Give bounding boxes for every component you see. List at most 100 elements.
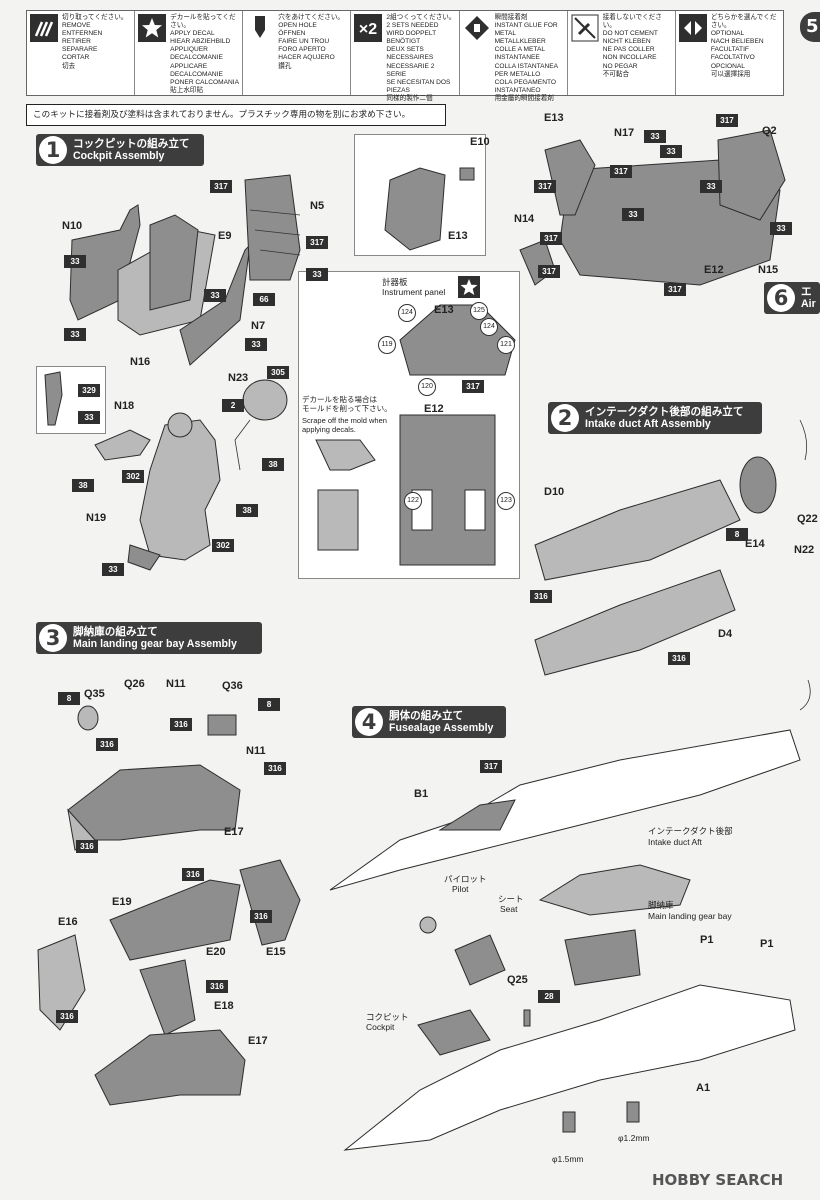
- gauge-tag: 121: [497, 336, 515, 354]
- decal-note-jp: デカールを貼る場合は モールドを削って下さい。: [302, 395, 392, 413]
- color-tag: 38: [262, 458, 284, 471]
- gear-bay-e20: [37, 859, 301, 1106]
- color-tag: 66: [253, 293, 275, 306]
- x2-icon: ×2: [354, 14, 383, 42]
- step-5-tab: 5: [800, 12, 820, 42]
- color-tag: 33: [644, 130, 666, 143]
- pilot-label-jp: パイロット: [444, 874, 487, 884]
- part-label: E17: [224, 826, 244, 838]
- part-label: E9: [218, 230, 232, 242]
- instrument-panel: [315, 304, 516, 566]
- seat-label-jp: シート: [498, 894, 524, 904]
- part-label: N18: [114, 400, 135, 412]
- part-label: E16: [58, 916, 78, 928]
- drill-size-1: φ1.5mm: [552, 1154, 584, 1164]
- instant-glue-icon: [463, 14, 491, 42]
- legend-text: デカールを貼ってください。 APPLY DECAL HIEAR ABZIEHBI…: [170, 14, 240, 94]
- instrument-panel-en: Instrument panel: [382, 287, 446, 297]
- part-label: Q2: [762, 125, 777, 137]
- decal-note-en: Scrape off the mold when applying decals…: [302, 416, 387, 434]
- color-tag: 33: [64, 255, 86, 268]
- internal-parts: [417, 864, 691, 1056]
- cockpit-label-jp: コクピット: [366, 1012, 409, 1022]
- gauge-tag: 119: [378, 336, 396, 354]
- part-label: E17: [248, 1035, 268, 1047]
- seat-back-n5: [244, 174, 301, 281]
- color-tag: 316: [56, 1010, 78, 1023]
- color-tag: 317: [306, 236, 328, 249]
- gear-bay-e17: [67, 705, 241, 851]
- part-label: A1: [696, 1082, 711, 1094]
- part-label: N5: [310, 200, 325, 212]
- fuselage-top-b1: [329, 729, 801, 891]
- part-label: E12: [424, 403, 444, 415]
- color-tag: 302: [212, 539, 234, 552]
- no-cement-icon: [571, 14, 599, 42]
- color-tag: 317: [538, 265, 560, 278]
- decal-star-icon: [458, 276, 480, 298]
- part-label: N11: [246, 745, 266, 757]
- svg-text:×2: ×2: [359, 21, 377, 38]
- hobby-search-watermark: HOBBY SEARCH: [652, 1171, 784, 1189]
- color-tag: 38: [72, 479, 94, 492]
- color-tag: 316: [96, 738, 118, 751]
- gauge-tag: 124: [480, 318, 498, 336]
- color-tag: 8: [258, 698, 280, 711]
- gauge-tag: 120: [418, 378, 436, 396]
- legend-item: 切り取ってください。 REMOVE ENTFERNEN RETIRER SEPA…: [27, 11, 136, 95]
- color-tag: 33: [660, 145, 682, 158]
- part-label: N14: [514, 213, 535, 225]
- intake-duct: [534, 456, 777, 676]
- color-tag: 8: [726, 528, 748, 541]
- color-tag: 33: [78, 411, 100, 424]
- part-label: P1: [700, 934, 714, 946]
- part-label: P1: [760, 938, 774, 950]
- part-label: N23: [228, 372, 249, 384]
- cut-icon: [30, 14, 58, 42]
- color-tag: 317: [610, 165, 632, 178]
- part-label: D10: [544, 486, 565, 498]
- intake-label-en: Intake duct Aft: [648, 837, 702, 847]
- part-label: E13: [544, 112, 564, 124]
- decal-star-icon: [138, 14, 167, 42]
- part-label: B1: [414, 788, 429, 800]
- notice-banner: このキットに接着剤及び塗料は含まれておりません。プラスチック専用の物を別にお求め…: [26, 104, 446, 126]
- part-label: N22: [794, 544, 815, 556]
- part-label: E20: [206, 946, 226, 958]
- pilot-label-en: Pilot: [452, 884, 469, 894]
- color-tag: 317: [534, 180, 556, 193]
- legend-text: 穴をあけてください。 OPEN HOLE ÖFFNEN FAIRE UN TRO…: [278, 14, 345, 70]
- color-tag: 316: [76, 840, 98, 853]
- part-label: E10: [470, 136, 490, 148]
- gauge-tag: 124: [398, 304, 416, 322]
- part-label: N10: [62, 220, 83, 232]
- color-tag: 2: [222, 399, 244, 412]
- step6-fragment: [799, 419, 811, 711]
- gear-label-en: Main landing gear bay: [648, 911, 732, 921]
- fuselage-bottom-a1: [343, 984, 796, 1151]
- legend-item: 接着しないでください。 DO NOT CEMENT NICHT KLEBEN N…: [568, 11, 676, 95]
- part-label: N17: [614, 127, 635, 139]
- color-tag: 317: [462, 380, 484, 393]
- pilot-figure: [94, 412, 221, 571]
- color-tag: 317: [480, 760, 502, 773]
- color-tag: 33: [622, 208, 644, 221]
- part-label: E18: [214, 1000, 234, 1012]
- color-tag: 317: [716, 114, 738, 127]
- part-label: N16: [130, 356, 151, 368]
- color-tag: 316: [530, 590, 552, 603]
- gauge-tag: 123: [497, 492, 515, 510]
- part-label: E12: [704, 264, 724, 276]
- cockpit-label-en: Cockpit: [366, 1022, 395, 1032]
- legend-item: 瞬間接着剤 INSTANT GLUE FOR METAL METALLKLEBE…: [460, 11, 568, 102]
- color-tag: 316: [170, 718, 192, 731]
- cockpit-tub-e12: [519, 129, 786, 286]
- part-label: N19: [86, 512, 107, 524]
- cockpit-side-e13: [384, 167, 475, 251]
- color-tag: 33: [245, 338, 267, 351]
- color-tag: 33: [102, 563, 124, 576]
- part-label: D4: [718, 628, 733, 640]
- color-tag: 33: [700, 180, 722, 193]
